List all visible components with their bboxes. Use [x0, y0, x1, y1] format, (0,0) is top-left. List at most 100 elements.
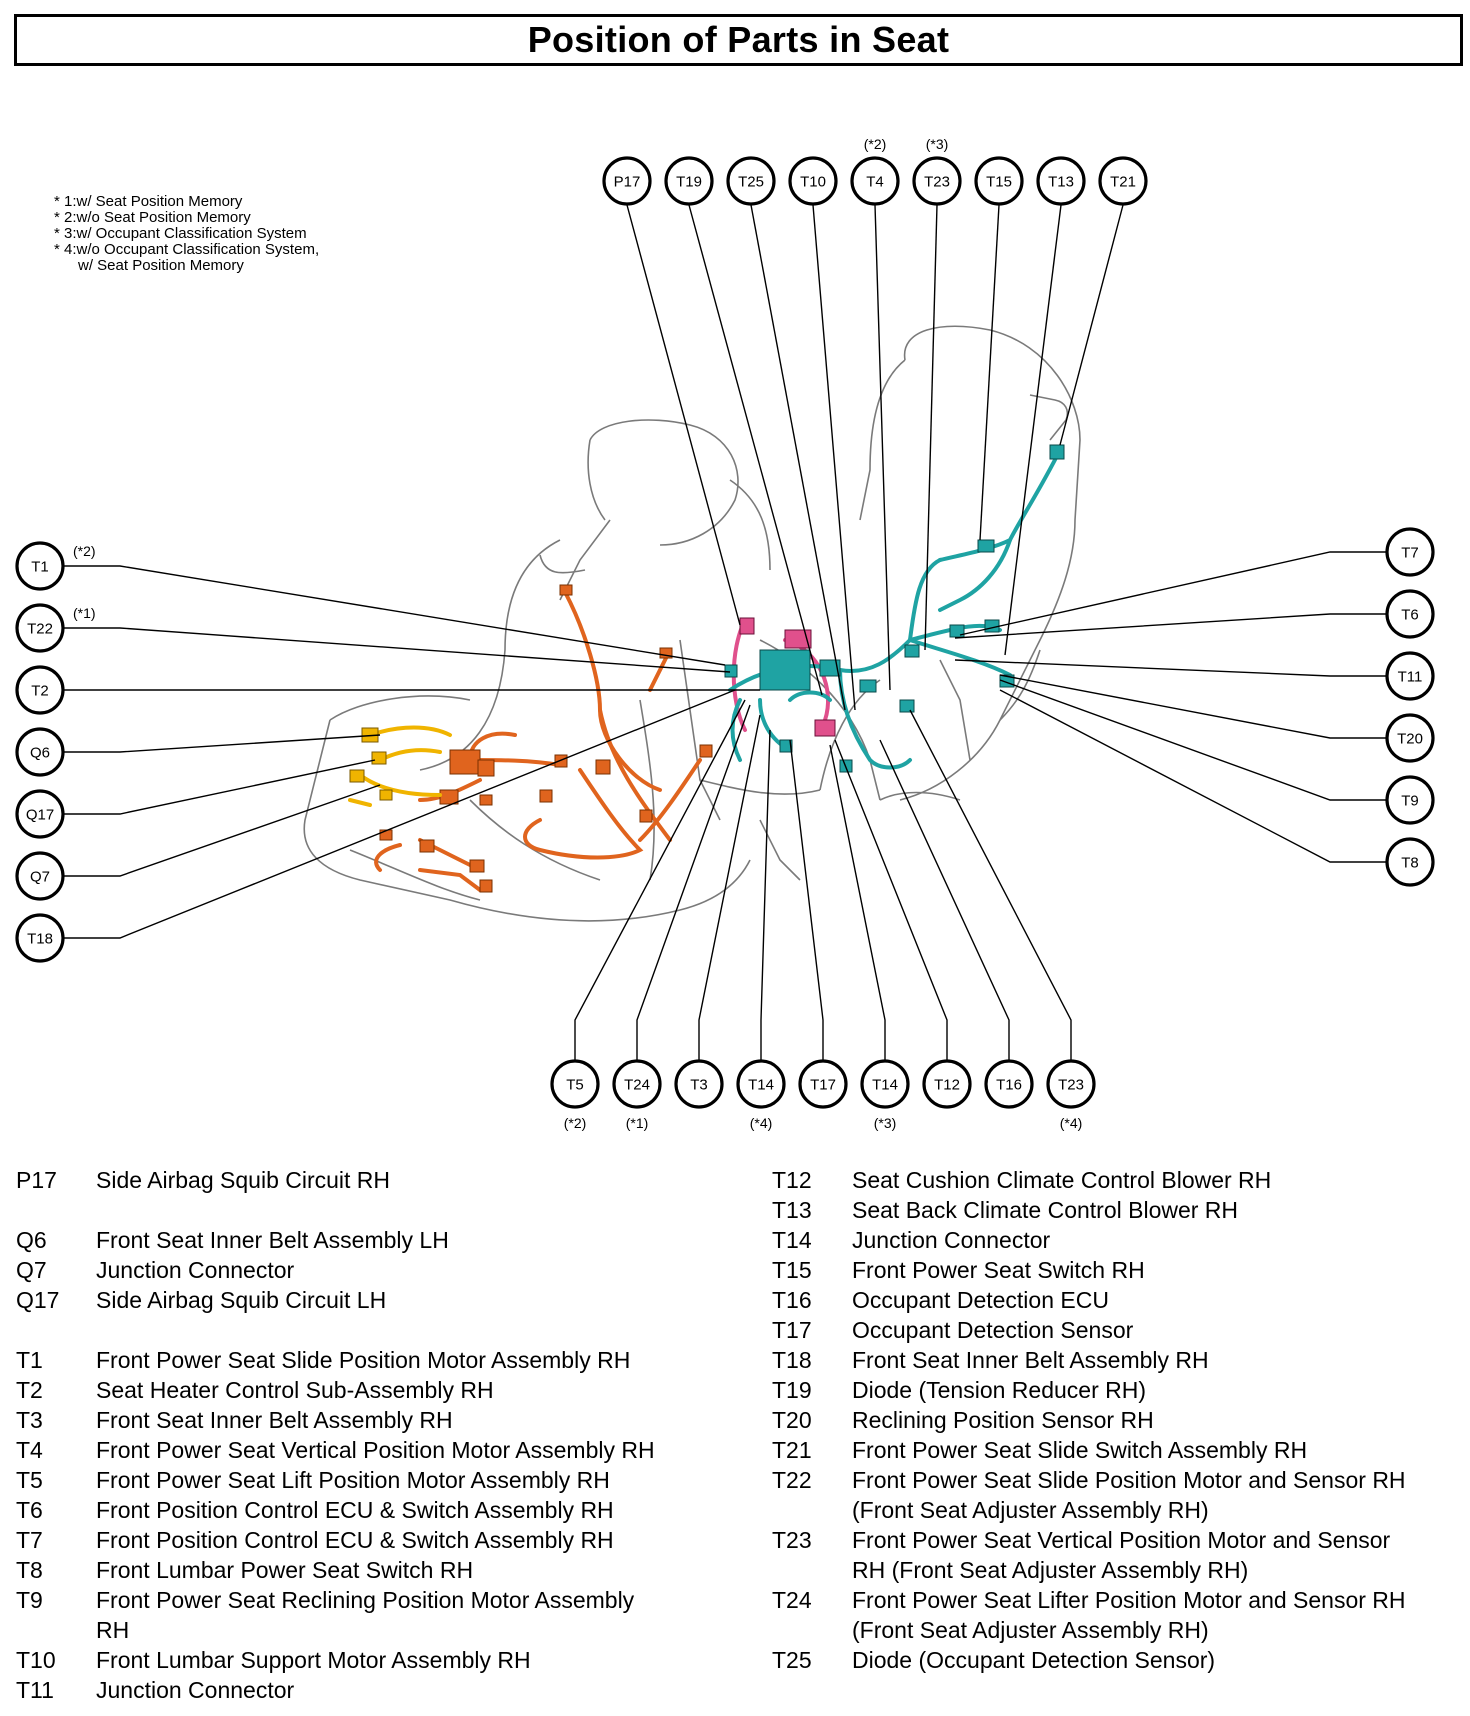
footnotes: * 1:w/ Seat Position Memory * 2:w/o Seat… — [54, 193, 319, 274]
callout-code: T24 — [624, 1077, 650, 1094]
callout-code: T20 — [1397, 731, 1423, 748]
legend-name: Front Seat Inner Belt Assembly LH — [96, 1227, 449, 1253]
callout-t23: T23 (*4) — [1046, 1059, 1096, 1131]
callout-code: T16 — [996, 1077, 1022, 1094]
legend-name: Occupant Detection ECU — [852, 1287, 1109, 1313]
callout-code: T1 — [31, 559, 49, 576]
callout-note: (*1) — [626, 1115, 649, 1131]
legend-code: T6 — [16, 1497, 43, 1523]
legend-code: T25 — [772, 1647, 812, 1673]
callout-note: (*4) — [1060, 1115, 1083, 1131]
legend-code: T10 — [16, 1647, 56, 1673]
callout-t2: T2 — [15, 665, 65, 715]
callout-t20: T20 — [1385, 713, 1435, 763]
callout-code: T5 — [566, 1077, 584, 1094]
callout-circle — [15, 727, 65, 777]
callout-circle — [1385, 713, 1435, 763]
callout-code: T10 — [800, 174, 826, 191]
callout-code: T19 — [676, 174, 702, 191]
legend-code: T4 — [16, 1437, 43, 1463]
callout-t1: T1(*2) — [15, 541, 96, 591]
legend-name: Junction Connector — [96, 1677, 295, 1703]
callout-code: Q17 — [26, 807, 54, 824]
legend-name: Front Power Seat Slide Position Motor an… — [852, 1467, 1406, 1493]
callout-t15: T15 — [974, 156, 1024, 206]
callout-note: (*4) — [750, 1115, 773, 1131]
callout-circle — [1046, 1059, 1096, 1109]
callout-note: (*1) — [73, 605, 96, 621]
callout-t12: T12 — [922, 1059, 972, 1109]
page-title: Position of Parts in Seat — [527, 19, 950, 60]
legend-name: Front Power Seat Lifter Position Motor a… — [852, 1587, 1406, 1613]
legend-name: Diode (Occupant Detection Sensor) — [852, 1647, 1216, 1673]
legend-name: Occupant Detection Sensor — [852, 1317, 1134, 1343]
callout-code: T25 — [738, 174, 764, 191]
callout-p17: P17 — [602, 156, 652, 206]
callout-note: (*2) — [864, 136, 887, 152]
legend-code: T9 — [16, 1587, 43, 1613]
callout-code: T23 — [1058, 1077, 1084, 1094]
callout-t19: T19 — [664, 156, 714, 206]
legend-code: T16 — [772, 1287, 812, 1313]
legend-code: T23 — [772, 1527, 812, 1553]
callout-circle — [15, 541, 65, 591]
callout-circle — [15, 851, 65, 901]
callout-code: T6 — [1401, 607, 1419, 624]
footnote-1: * 1:w/ Seat Position Memory — [54, 193, 243, 210]
callout-circle — [664, 156, 714, 206]
callout-t13: T13 — [1036, 156, 1086, 206]
callout-note: (*3) — [874, 1115, 897, 1131]
callout-circle — [788, 156, 838, 206]
callout-circle — [1036, 156, 1086, 206]
callout-circle — [1098, 156, 1148, 206]
legend-name: Junction Connector — [852, 1227, 1051, 1253]
callout-t9: T9 — [1385, 775, 1435, 825]
legend-code: T18 — [772, 1347, 812, 1373]
callout-code: T3 — [690, 1077, 708, 1094]
legend-name: Front Power Seat Slide Position Motor As… — [96, 1347, 631, 1373]
callout-circle — [984, 1059, 1034, 1109]
footnote-4-cont: w/ Seat Position Memory — [77, 257, 244, 274]
legend-code: T1 — [16, 1347, 43, 1373]
legend-code: P17 — [16, 1167, 57, 1193]
callout-code: T11 — [1398, 669, 1423, 686]
callout-t21: T21 — [1098, 156, 1148, 206]
legend-name: Front Power Seat Lift Position Motor Ass… — [96, 1467, 610, 1493]
callout-circle — [602, 156, 652, 206]
callout-circle — [1385, 527, 1435, 577]
legend-name: Junction Connector — [96, 1257, 295, 1283]
callout-circle — [860, 1059, 910, 1109]
legend-code: Q17 — [16, 1287, 60, 1313]
callout-t7: T7 — [1385, 527, 1435, 577]
callout-circle — [1385, 837, 1435, 887]
legend-code: T21 — [772, 1437, 812, 1463]
callout-code: T21 — [1110, 174, 1136, 191]
legend-code: T19 — [772, 1377, 812, 1403]
legend-code: T8 — [16, 1557, 43, 1583]
callout-t4: T4(*2) — [850, 136, 900, 206]
callout-circle — [1385, 589, 1435, 639]
legend-code: T3 — [16, 1407, 43, 1433]
callout-circle — [550, 1059, 600, 1109]
callout-circle — [736, 1059, 786, 1109]
callout-circle — [15, 665, 65, 715]
footnote-4: * 4:w/o Occupant Classification System, — [54, 241, 319, 258]
legend-name: Front Position Control ECU & Switch Asse… — [96, 1527, 614, 1553]
callout-code: Q7 — [30, 869, 50, 886]
footnote-3: * 3:w/ Occupant Classification System — [54, 225, 307, 242]
callout-t18: T18 — [15, 913, 65, 963]
callout-t14: T14(*3) — [860, 1059, 910, 1131]
callout-code: T13 — [1048, 174, 1074, 191]
callout-circle — [912, 156, 962, 206]
legend-code: T12 — [772, 1167, 812, 1193]
legend-name: Front Power Seat Slide Switch Assembly R… — [852, 1437, 1308, 1463]
legend-name: (Front Seat Adjuster Assembly RH) — [852, 1497, 1209, 1523]
callout-code: T17 — [810, 1077, 836, 1094]
legend-name: Side Airbag Squib Circuit RH — [96, 1167, 391, 1193]
legend-code: T5 — [16, 1467, 43, 1493]
callout-code: T2 — [31, 683, 49, 700]
callout-code: T12 — [934, 1077, 960, 1094]
